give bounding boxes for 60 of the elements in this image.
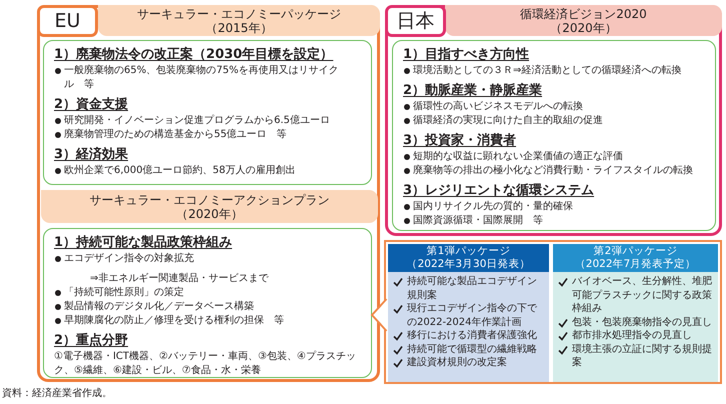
package-column (388, 244, 549, 382)
bullet-text: 研究開発・イノベーション促進プログラムから6.5億ユーロ (64, 114, 330, 128)
section-heading: 3）経済効果 (54, 147, 128, 162)
bullet-text: エコデザイン指令の対象拡充 (64, 252, 194, 266)
bullet-text: 廃棄物等の排出の極小化など消費行動・ライフスタイルの転換 (413, 164, 693, 178)
header-text: 第2弾パッケージ (594, 245, 678, 258)
bullet-text: 国際資源循環・国際展開 等 (413, 214, 543, 228)
bullet-text: ⇒非エネルギー関連製品・サービスまで (90, 273, 268, 284)
check-item: 持続可能な製品エコデザイン規則案 (407, 275, 538, 302)
band-title: サーキュラー・エコノミーアクションプラン (90, 192, 330, 206)
title-band (41, 190, 378, 223)
content-box (43, 228, 372, 378)
bullet-text: 欧州企業で6,000億ユーロ節約、58万人の雇用創出 (64, 164, 296, 178)
region-panel (385, 5, 722, 236)
section-heading: 3）投資家・消費者 (403, 133, 516, 148)
header-text: （2022年7月発表予定） (574, 258, 696, 271)
bullet-text: 短期的な収益に顕れない企業価値の適正な評価 (413, 150, 623, 164)
callout-panel (384, 240, 722, 384)
bullet-text: 廃棄物管理のための構造基金から55億ユーロ 等 (64, 128, 287, 142)
band-title: 循環経済ビジョン2020 (520, 6, 647, 20)
section-heading: 2）重点分野 (54, 333, 128, 348)
callout-pointer (370, 298, 388, 332)
section-heading: 2）動脈産業・静脈産業 (403, 83, 542, 98)
band-title: サーキュラー・エコノミーパッケージ (137, 6, 341, 20)
title-band (98, 5, 380, 36)
check-item: 持続可能で循環型の繊維戦略 (407, 342, 537, 356)
bullet-text: 循環経済の実現に向けた自主的取組の促進 (413, 114, 603, 128)
bullet-text: 環境活動としての３Ｒ⇒経済活動としての循環経済への転換 (413, 64, 682, 78)
section-heading: 1）廃棄物法令の改正案（2030年目標を設定） (54, 47, 334, 62)
content-box (43, 40, 372, 185)
section-heading: 2）資金支援 (54, 97, 128, 112)
bullet-text: 一般廃棄物の65%、包装廃棄物の75%を再使用又はリサイクル 等 (64, 64, 340, 92)
check-item: 包装・包装廃棄物指令の見直し (572, 316, 712, 329)
package-column (553, 244, 718, 382)
region-panel (37, 5, 380, 382)
section-heading: 1）目指すべき方向性 (403, 47, 530, 62)
check-item: バイオベース、生分解性、堆肥可能プラスチックに関する政策枠組み (572, 275, 713, 316)
region-tab: 日本 (385, 5, 446, 37)
check-item: 建設資材規則の改定案 (407, 356, 507, 370)
band-title: （2015年） (206, 20, 272, 34)
check-item: 現行エコデザイン指令の下での2022-2024年作業計画 (407, 302, 538, 329)
section-heading: 1）持続可能な製品政策枠組み (54, 235, 232, 250)
title-band (445, 5, 722, 36)
bullet-text: 製品情報のデジタル化／データベース構築 (64, 300, 254, 314)
check-item: 移行における消費者保護強化 (407, 329, 537, 342)
content-box (392, 40, 716, 231)
section-heading: 3）レジリエントな循環システム (403, 183, 594, 198)
bullet-text: 国内リサイクル先の質的・量的確保 (413, 200, 573, 214)
band-title: （2020年） (176, 206, 243, 220)
check-item: 都市排水処理指令の見直し (572, 329, 692, 342)
bullet-text: 「持続可能性原則」の策定 (64, 286, 184, 300)
region-tab: EU (37, 5, 98, 37)
header-text: （2022年3月30日発表） (406, 258, 530, 271)
bullet-text: 循環性の高いビジネスモデルへの転換 (413, 100, 583, 114)
check-item: 環境主張の立証に関する規則提案 (572, 342, 713, 370)
header-text: 第1弾パッケージ (426, 245, 510, 258)
source-note: 資料：経済産業省作成。 (2, 387, 112, 400)
body-text: ①電子機器・ICT機器、②バッテリー・車両、③包装、④プラスチック、⑤繊維、⑥建設・ビル、⑦食品・水・栄養 (54, 350, 357, 378)
band-title: （2020年） (550, 20, 617, 34)
bullet-text: 早期陳腐化の防止／修理を受ける権利の担保 等 (64, 314, 284, 328)
